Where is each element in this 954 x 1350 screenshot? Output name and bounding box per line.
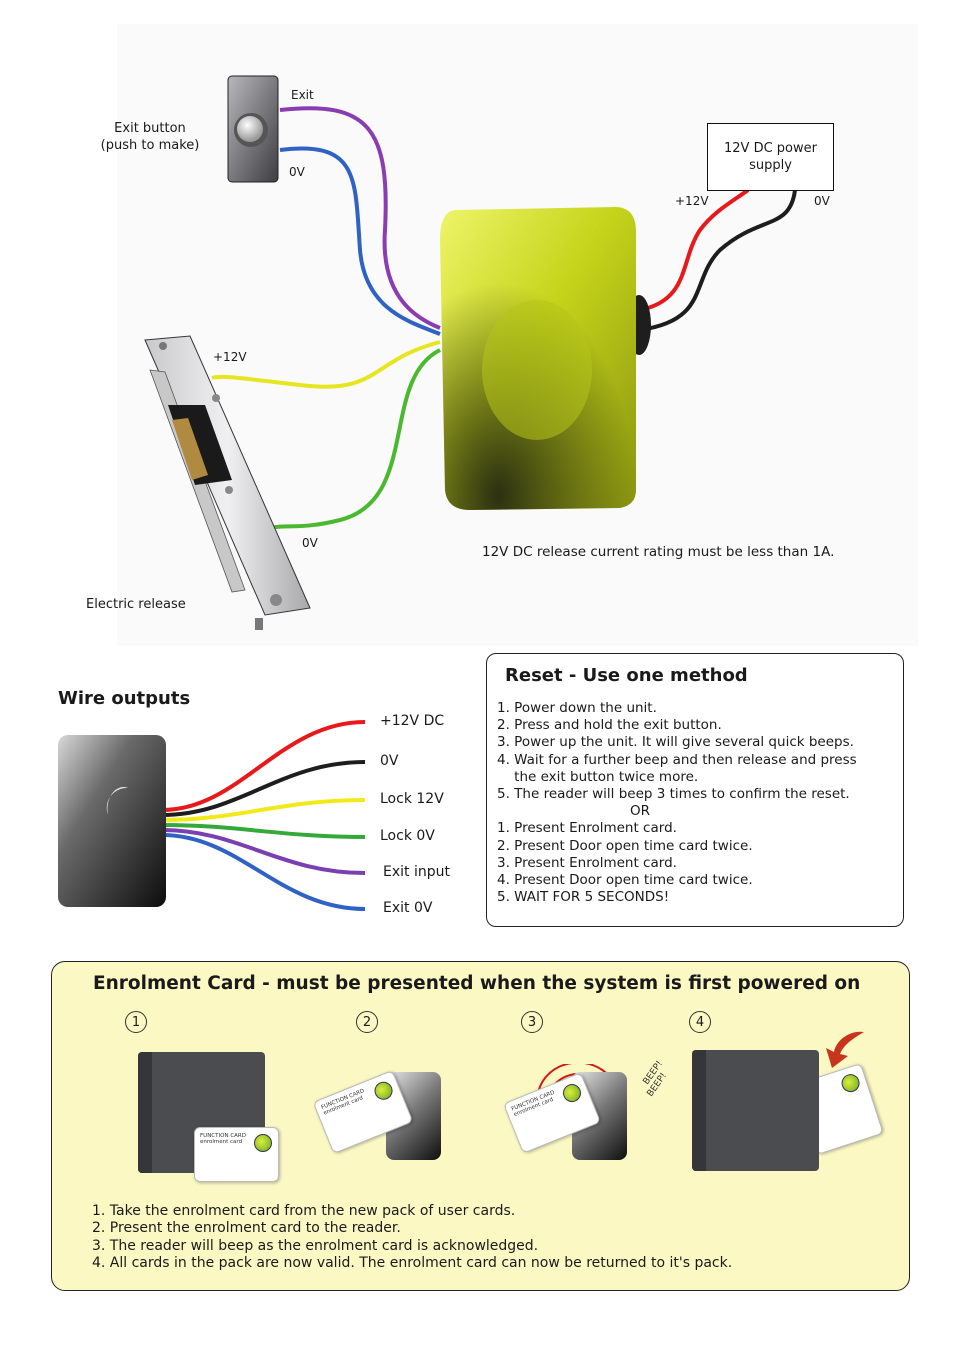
reader-unit bbox=[440, 207, 636, 510]
enrolment-steps: 1. Take the enrolment card from the new … bbox=[92, 1203, 732, 1273]
reader-black bbox=[58, 735, 166, 907]
reset-step: 3. Present Enrolment card. bbox=[497, 854, 677, 871]
output-wire-3 bbox=[161, 823, 366, 839]
release-0v-label: 0V bbox=[302, 536, 318, 550]
reset-steps: 1. Power down the unit.2. Press and hold… bbox=[497, 700, 857, 906]
psu-label: 12V DC power supply bbox=[724, 141, 817, 173]
reset-step: OR bbox=[497, 803, 651, 820]
output-wire-1 bbox=[161, 760, 366, 817]
release-plus-label: +12V bbox=[213, 350, 247, 364]
output-wire-0 bbox=[161, 720, 366, 812]
exit-0v-wire bbox=[279, 146, 441, 336]
exit-wire bbox=[279, 106, 441, 330]
reset-step: 3. Power up the unit. It will give sever… bbox=[497, 734, 854, 751]
enrolment-step: 1. Take the enrolment card from the new … bbox=[92, 1203, 516, 1219]
wire-outputs-diagram bbox=[58, 720, 366, 911]
wire-output-label: Exit input bbox=[383, 864, 450, 880]
release-0v-wire bbox=[269, 348, 441, 530]
reset-step: the exit button twice more. bbox=[497, 768, 699, 785]
exit-button-device bbox=[227, 75, 279, 183]
reset-step: 5. The reader will beep 3 times to confi… bbox=[497, 786, 850, 803]
exit-wire-label: Exit bbox=[291, 88, 314, 102]
enrolment-step: 3. The reader will beep as the enrolment… bbox=[92, 1237, 539, 1254]
return-arrow-icon bbox=[826, 1031, 864, 1068]
exit-button-label: Exit button (push to make) bbox=[100, 121, 200, 153]
reset-step: 2. Press and hold the exit button. bbox=[497, 717, 722, 734]
wire-output-label: +12V DC bbox=[380, 713, 445, 729]
psu-0v-label: 0V bbox=[814, 194, 830, 208]
reset-step: 2. Present Door open time card twice. bbox=[497, 837, 753, 854]
card-logo-icon bbox=[839, 1071, 862, 1095]
electric-release-device bbox=[144, 335, 311, 630]
enrolment-title: Enrolment Card - must be presented when … bbox=[93, 973, 861, 994]
card-subtitle: enrolment card bbox=[200, 1139, 243, 1145]
output-wire-4 bbox=[161, 828, 366, 875]
psu-plus-wire bbox=[639, 188, 750, 312]
wire-output-label: Lock 0V bbox=[380, 828, 435, 844]
power-supply-box: 12V DC power supply bbox=[707, 123, 834, 191]
card-pack-step4 bbox=[692, 1050, 819, 1171]
step-3-number: 3 bbox=[521, 1011, 543, 1033]
card-logo-icon bbox=[371, 1079, 396, 1103]
reset-step: 4. Wait for a further beep and then rele… bbox=[497, 751, 857, 768]
output-wire-2 bbox=[161, 798, 366, 822]
reset-panel: Reset - Use one method 1. Power down the… bbox=[486, 653, 904, 927]
output-wire-5 bbox=[161, 833, 366, 911]
step-1-number: 1 bbox=[125, 1011, 147, 1033]
exit-0v-label: 0V bbox=[289, 165, 305, 179]
enrolment-panel: Enrolment Card - must be presented when … bbox=[51, 961, 910, 1291]
reset-title: Reset - Use one method bbox=[505, 665, 748, 686]
reset-step: 1. Present Enrolment card. bbox=[497, 820, 677, 837]
step-2-number: 2 bbox=[356, 1011, 378, 1033]
current-rating-note: 12V DC release current rating must be le… bbox=[482, 544, 835, 560]
reset-step: 4. Present Door open time card twice. bbox=[497, 872, 753, 889]
reset-step: 1. Power down the unit. bbox=[497, 700, 657, 716]
card-logo-icon bbox=[560, 1081, 584, 1105]
card-logo-icon bbox=[254, 1134, 272, 1152]
electric-release-label: Electric release bbox=[86, 597, 186, 612]
psu-0v-wire bbox=[639, 189, 797, 332]
reader-crescent bbox=[106, 787, 128, 815]
wire-output-label: Lock 12V bbox=[380, 791, 444, 807]
wiring-diagram bbox=[144, 75, 797, 630]
wire-output-label: Exit 0V bbox=[383, 900, 433, 916]
wire-output-label: 0V bbox=[380, 753, 399, 769]
psu-plus-label: +12V bbox=[675, 194, 709, 208]
card-title: FUNCTION CARD bbox=[200, 1133, 246, 1139]
release-plus-wire bbox=[211, 340, 441, 389]
enrolment-step: 4. All cards in the pack are now valid. … bbox=[92, 1255, 733, 1272]
step-4-number: 4 bbox=[689, 1011, 711, 1033]
wire-outputs-title: Wire outputs bbox=[58, 688, 191, 709]
enrolment-step: 2. Present the enrolment card to the rea… bbox=[92, 1220, 401, 1237]
reset-step: 5. WAIT FOR 5 SECONDS! bbox=[497, 889, 670, 906]
